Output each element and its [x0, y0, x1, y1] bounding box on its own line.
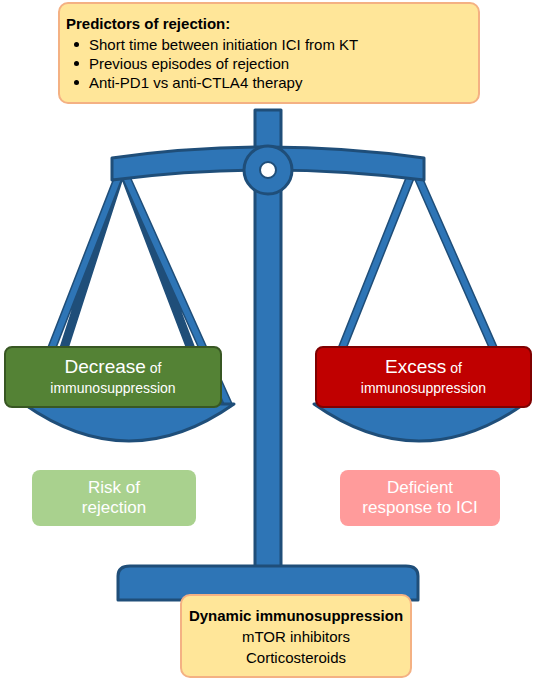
- bullet-text: Previous episodes of rejection: [89, 54, 289, 73]
- risk-box: Risk of rejection: [32, 470, 196, 526]
- box-label: Deficient response to ICI: [350, 478, 490, 518]
- box-item: mTOR inhibitors: [182, 626, 410, 647]
- bullet-row: Anti-PD1 vs anti-CTLA4 therapy: [60, 73, 478, 92]
- bullet-row: Previous episodes of rejection: [60, 54, 478, 73]
- box-label: Excess of immunosuppression: [349, 357, 499, 398]
- scale-hub: [244, 146, 292, 194]
- excess-box: Excess of immunosuppression: [315, 346, 532, 408]
- bullet-dot: [74, 42, 79, 47]
- bullet-text: Anti-PD1 vs anti-CTLA4 therapy: [89, 73, 302, 92]
- box-label: Risk of rejection: [64, 478, 164, 518]
- bullet-text: Short time between initiation ICI from K…: [89, 35, 358, 54]
- scale-pivot: [260, 162, 276, 178]
- box-item: Corticosteroids: [182, 647, 410, 668]
- scale-pan: [314, 404, 524, 441]
- box-heading: Dynamic immunosuppression: [182, 605, 410, 626]
- bullet-row: Short time between initiation ICI from K…: [60, 35, 478, 54]
- decrease-box: Decrease of immunosuppression: [4, 346, 222, 408]
- deficient-box: Deficient response to ICI: [340, 470, 500, 526]
- box-heading: Predictors of rejection:: [60, 15, 478, 35]
- predictor-box: Predictors of rejection:Short time betwe…: [58, 2, 480, 104]
- treatment-box: Dynamic immunosuppressionmTOR inhibitors…: [180, 594, 412, 678]
- bullet-dot: [74, 80, 79, 85]
- bullet-dot: [74, 61, 79, 66]
- box-label: Decrease of immunosuppression: [38, 357, 188, 398]
- scale-pan: [24, 404, 234, 441]
